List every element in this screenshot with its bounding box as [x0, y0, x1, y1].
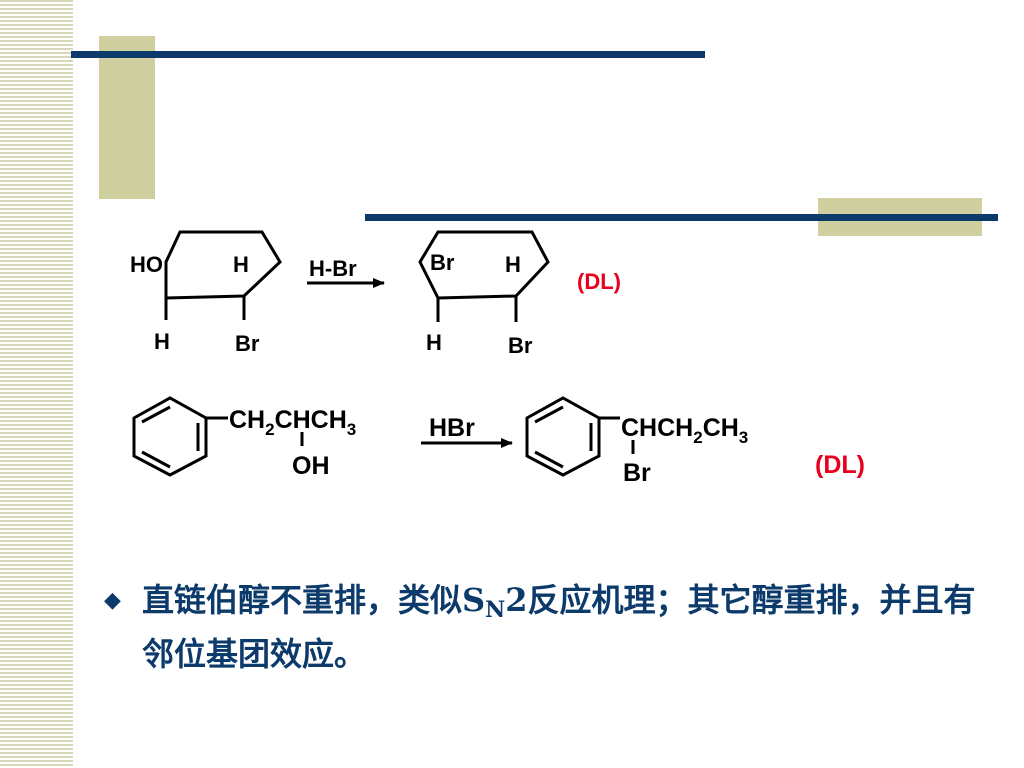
bullet-text: 直链伯醇不重排，类似SN2反应机理；其它醇重排，并且有邻位基团效应。: [142, 578, 984, 676]
reactant1-sub-top-right: H: [233, 252, 249, 277]
product2-chain: CHCH2CH3: [621, 414, 748, 447]
product1-sub-bottom-right: Br: [508, 333, 533, 358]
striped-side-band: [0, 0, 73, 768]
reactant2-chain: CH2CHCH3: [229, 406, 356, 439]
cyclohexane-product: [418, 230, 550, 322]
reaction1-reagent: H-Br: [309, 256, 357, 281]
product1-sub-top-left: Br: [430, 250, 455, 275]
title-rule-top: [71, 51, 705, 58]
bullet-text-subscript: N: [485, 597, 506, 623]
accent-block-top: [99, 36, 155, 199]
diamond-bullet-icon: ◆: [104, 587, 121, 613]
bullet-text-part1: 直链伯醇不重排，类似S: [142, 581, 486, 619]
reactant1-sub-top-left: HO: [130, 252, 163, 277]
product2-substituent: Br: [623, 459, 651, 487]
product1-sub-bottom-left: H: [426, 330, 442, 355]
reactant2-substituent: OH: [292, 452, 330, 480]
reactant1-sub-bottom-left: H: [154, 329, 170, 354]
reaction2-stereo-label: (DL): [815, 451, 865, 479]
benzene-ring-product: [525, 396, 635, 477]
reaction-2: CH2CHCH3 OH HBr CHCH2CH3 Br (DL): [132, 396, 865, 487]
cyclohexane-reactant: [164, 230, 282, 320]
bullet-point: ◆ 直链伯醇不重排，类似SN2反应机理；其它醇重排，并且有邻位基团效应。: [104, 578, 984, 676]
bullet-text-part2: 2反应机理；其它醇重排，并且有邻位基团效应。: [142, 581, 976, 673]
reaction-1: HO H H Br H-Br Br H H Br (DL): [130, 230, 621, 358]
reaction1-stereo-label: (DL): [577, 269, 621, 294]
title-rule-middle: [365, 214, 998, 221]
reactant1-sub-bottom-right: Br: [235, 331, 260, 356]
reaction2-reagent: HBr: [429, 414, 475, 442]
benzene-ring-reactant: [132, 396, 304, 477]
product1-sub-top-right: H: [505, 252, 521, 277]
